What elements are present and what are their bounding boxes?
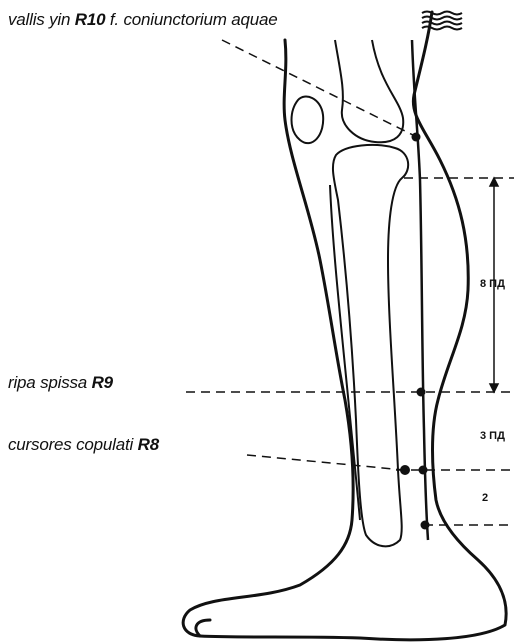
label-r10: vallis yin R10 f. coniunctorium aquae xyxy=(8,10,278,30)
measure-upper: 8 ПД xyxy=(480,278,505,290)
label-r9-code: R9 xyxy=(92,373,113,392)
point-r10 xyxy=(412,133,421,142)
leader-r8 xyxy=(247,455,404,470)
point-r9 xyxy=(417,388,426,397)
point-r8-side xyxy=(400,465,410,475)
label-r10-extra: f. coniunctorium aquae xyxy=(110,10,278,29)
measure-lower: 2 xyxy=(482,492,488,504)
leg-bones xyxy=(292,40,409,546)
label-r10-code: R10 xyxy=(75,10,106,29)
label-r10-name: vallis yin xyxy=(8,10,70,29)
leader-r10 xyxy=(222,40,415,136)
label-r8: cursores copulati R8 xyxy=(8,435,159,455)
point-bottom xyxy=(421,521,430,530)
point-r8-line xyxy=(419,466,428,475)
leg-outline xyxy=(183,12,506,640)
label-r9: ripa spissa R9 xyxy=(8,373,113,393)
measure-middle: 3 ПД xyxy=(480,430,505,442)
label-r8-code: R8 xyxy=(138,435,159,454)
label-r8-name: cursores copulati xyxy=(8,435,133,454)
label-r9-name: ripa spissa xyxy=(8,373,87,392)
